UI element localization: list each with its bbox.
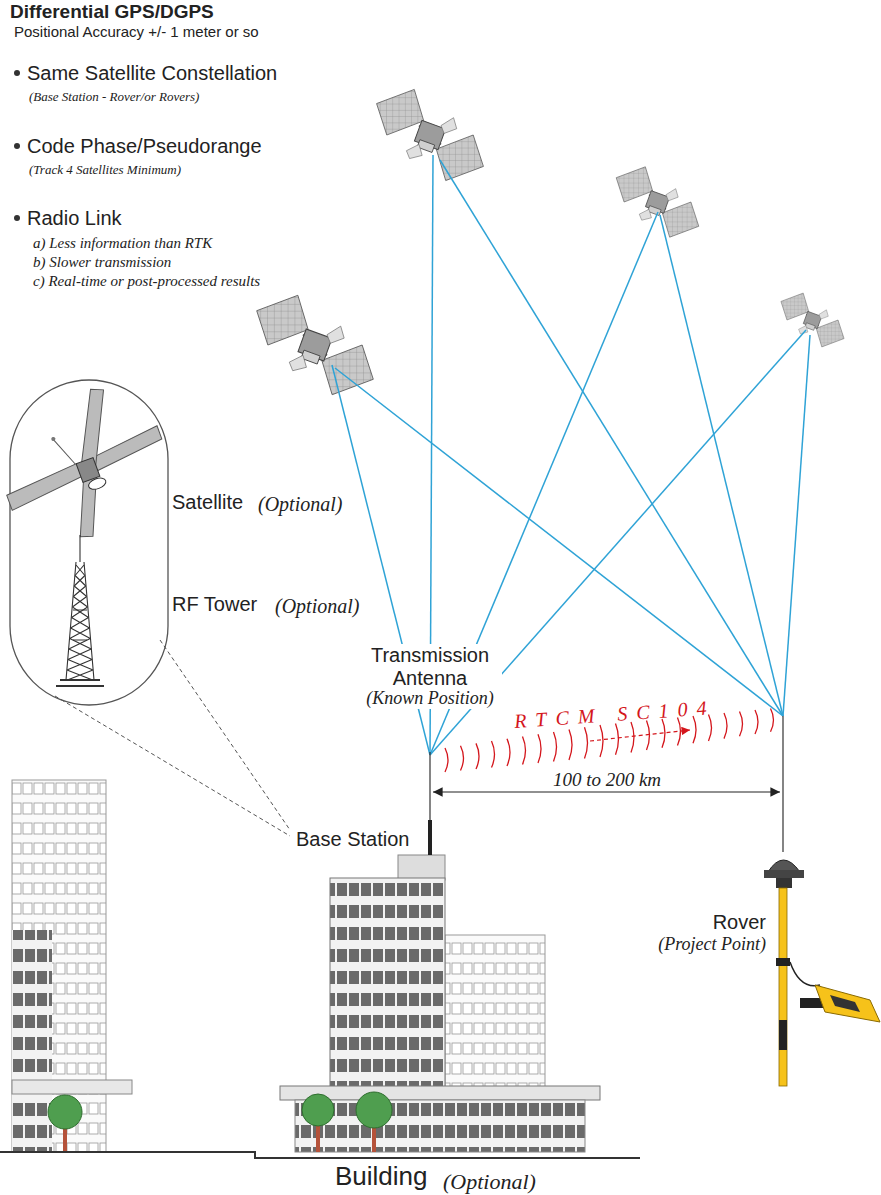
inset-satellite: [0, 372, 185, 559]
bullet: [14, 215, 20, 221]
signal-label: RTCM SC104: [511, 696, 718, 733]
trees: [48, 1092, 392, 1152]
building-label: Building: [333, 1162, 430, 1192]
subtitle: Positional Accuracy +/- 1 meter or so: [12, 23, 261, 40]
base-label: Base Station: [294, 828, 411, 851]
inset-label: Satellite: [170, 491, 245, 514]
bullet-text: Radio Link: [25, 207, 124, 230]
rover-note: (Project Point): [656, 934, 768, 955]
antenna-label: Transmission Antenna: [358, 644, 502, 690]
antenna-note: (Known Position): [364, 688, 496, 709]
inset-note: (Optional): [256, 493, 344, 516]
title: Differential GPS/DGPS: [10, 1, 214, 23]
satellite: [257, 295, 374, 394]
bullet: [14, 143, 20, 149]
dimension-line: [433, 791, 780, 792]
satellite: [377, 89, 484, 180]
ground-line: [0, 1152, 640, 1158]
building-note: (Optional): [441, 1169, 538, 1194]
main-building: [280, 820, 600, 1152]
bullet: [14, 70, 20, 76]
signal-lines: [332, 155, 810, 755]
bullet-note: c) Real-time or post-processed results: [31, 273, 262, 290]
bullet-note: a) Less information than RTK: [31, 235, 214, 252]
inset-note: (Optional): [273, 595, 361, 618]
satellite: [781, 293, 844, 347]
bullet-note: b) Slower transmission: [31, 254, 173, 271]
side-building: [445, 935, 545, 1090]
inset-label: RF Tower: [170, 593, 259, 616]
bullet-text: Same Satellite Constellation: [25, 62, 279, 85]
rover-label: Rover: [711, 911, 768, 934]
rover-mast: [782, 716, 783, 852]
inset-tower: [56, 535, 104, 686]
satellite: [616, 167, 699, 237]
distance-dimension: 100 to 200 km: [551, 769, 663, 791]
left-building: [12, 780, 132, 1152]
bullet-note: (Track 4 Satellites Minimum): [27, 163, 183, 178]
bullet-note: (Base Station - Rover/or Rovers): [27, 90, 201, 105]
rover: [764, 860, 880, 1086]
bullet-text: Code Phase/Pseudorange: [25, 135, 264, 158]
inset-oval: [10, 380, 168, 705]
signal-arrow: [590, 730, 690, 741]
